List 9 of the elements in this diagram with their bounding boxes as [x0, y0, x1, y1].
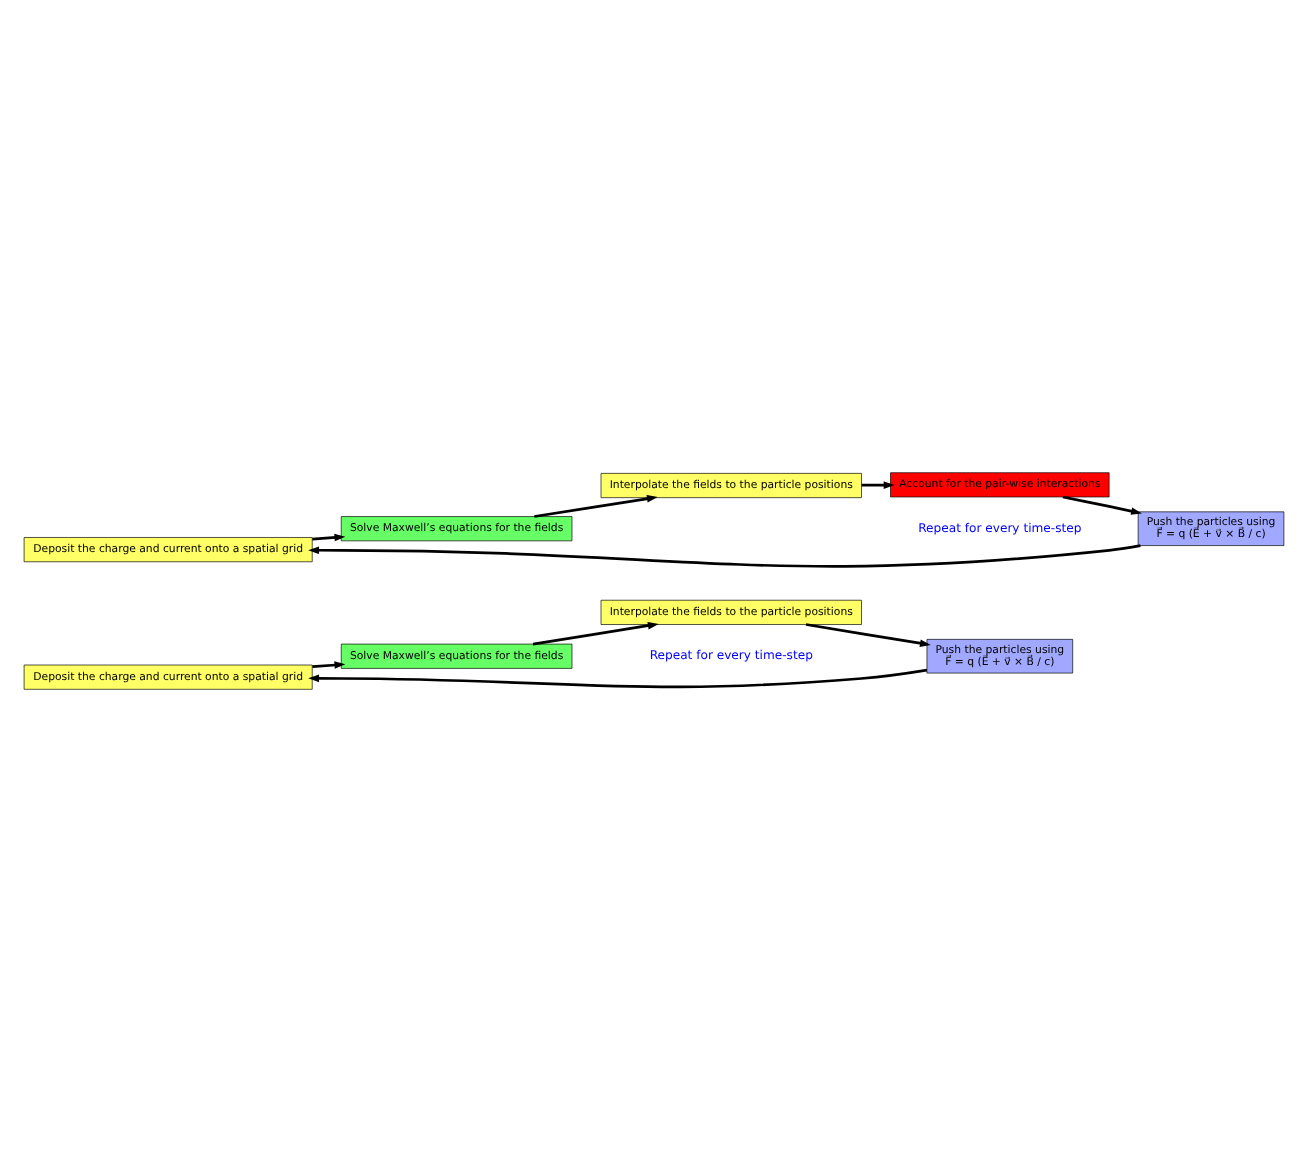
arrow [534, 495, 658, 518]
arrow [312, 533, 346, 542]
arrow [308, 668, 928, 689]
arrow [308, 544, 1141, 568]
arrow [532, 621, 659, 646]
arrow [1062, 495, 1142, 515]
arrow [805, 623, 931, 647]
arrow [312, 661, 346, 669]
arrow [861, 481, 895, 489]
